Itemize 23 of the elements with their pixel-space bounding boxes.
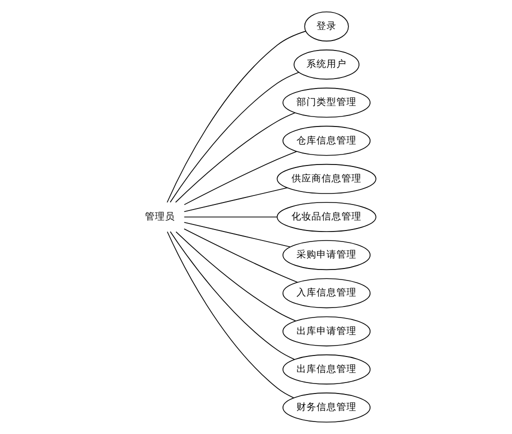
connector	[184, 187, 288, 212]
connector	[184, 222, 291, 248]
node-ellipse: 仓库信息管理	[282, 126, 371, 156]
node-ellipse: 入库信息管理	[282, 278, 371, 308]
connector	[170, 231, 295, 360]
node-ellipse: 采购申请管理	[282, 240, 371, 270]
connector	[184, 216, 278, 218]
connector	[184, 151, 298, 206]
connector	[175, 112, 296, 203]
node-ellipse: 登录	[304, 11, 349, 42]
node-ellipse: 供应商信息管理	[276, 164, 376, 194]
connector	[170, 72, 300, 203]
connector	[184, 228, 298, 283]
connector	[166, 231, 294, 398]
node-ellipse: 部门类型管理	[282, 88, 371, 118]
node-text: 管理员	[145, 212, 176, 223]
connector	[166, 30, 306, 203]
node-ellipse: 系统用户	[294, 50, 360, 80]
node-ellipse: 出库信息管理	[282, 354, 371, 384]
node-ellipse: 财务信息管理	[282, 392, 371, 423]
node-ellipse: 化妆品信息管理	[276, 202, 376, 232]
node-ellipse: 出库申请管理	[282, 316, 371, 346]
connector	[176, 231, 296, 322]
